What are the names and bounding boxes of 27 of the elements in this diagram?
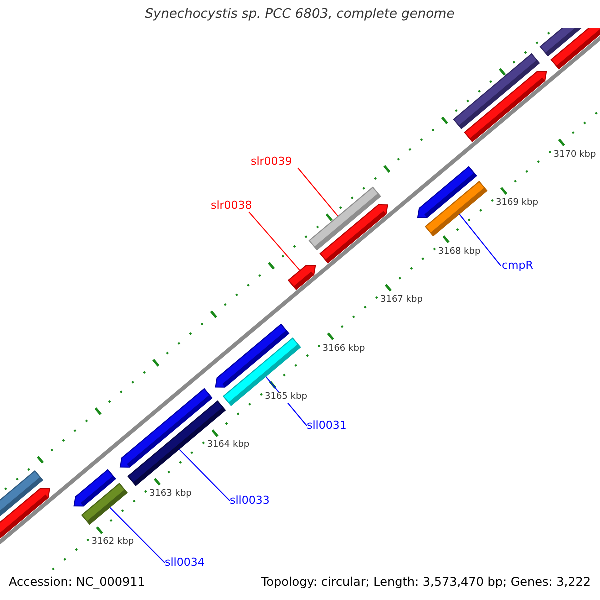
- gene-block: [308, 186, 382, 251]
- gene-label: sll0034: [165, 557, 205, 568]
- scale-label: 3168 kbp: [437, 246, 482, 258]
- title: Synechocystis sp. PCC 6803, complete genome: [144, 8, 456, 21]
- leader-line: [248, 212, 300, 271]
- scale-label: 3165 kbp: [264, 392, 308, 403]
- leader-line: [298, 168, 338, 217]
- gene-label: slr0038: [211, 200, 252, 211]
- gene-label: cmpR: [502, 260, 534, 271]
- gene-label: sll0033: [230, 495, 270, 506]
- gene-label: slr0039: [251, 156, 292, 167]
- gene-label: sll0031: [307, 420, 347, 431]
- accession-text: Accession: NC_000911: [9, 576, 146, 588]
- scale-label: 3162 kbp: [90, 537, 136, 548]
- gene-block: [425, 181, 488, 237]
- leader-line: [110, 507, 166, 564]
- scale-label: 3164 kbp: [206, 440, 251, 452]
- scale-label: 3170 kbp: [552, 150, 598, 161]
- genome-info-text: Topology: circular; Length: 3,573,470 bp; Genes: 3,222: [261, 576, 591, 588]
- leader-line: [459, 214, 502, 266]
- leader-line: [179, 449, 230, 502]
- gene-block: [288, 265, 316, 290]
- scale-label: 3163 kbp: [148, 488, 193, 500]
- scale-label: 3166 kbp: [322, 344, 366, 355]
- scale-label: 3169 kbp: [495, 198, 540, 210]
- gene-block: [81, 483, 128, 526]
- scale-label: 3167 kbp: [380, 295, 424, 306]
